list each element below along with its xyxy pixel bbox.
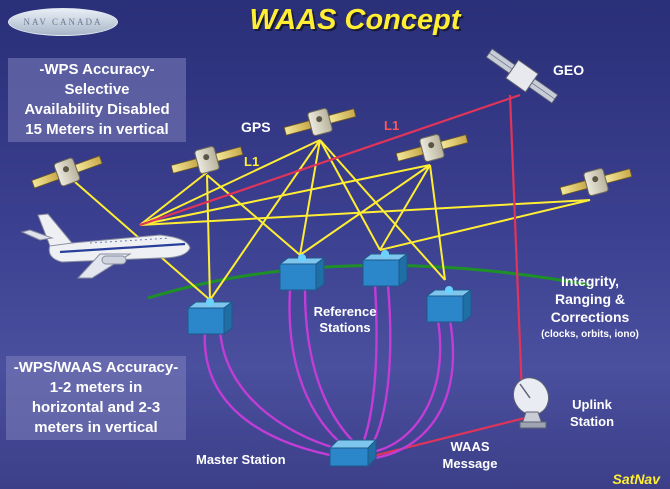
reference-station-icon bbox=[186, 298, 234, 335]
integrity-label-line: Integrity, bbox=[560, 273, 620, 289]
horizon-arc bbox=[147, 263, 591, 300]
reference-stations-label: Reference Stations bbox=[300, 304, 390, 336]
airplane-icon bbox=[20, 213, 191, 279]
wps-accuracy-line: 15 Meters in vertical bbox=[25, 121, 169, 138]
uplink-dish-icon bbox=[512, 377, 550, 429]
waas-accuracy-line: 1-2 meters in bbox=[49, 379, 143, 396]
waas-accuracy-line: meters in vertical bbox=[34, 419, 158, 436]
waas-label-line: Message bbox=[442, 456, 498, 471]
gps-satellite-icon bbox=[31, 155, 103, 189]
integrity-label-line: (clocks, orbits, iono) bbox=[541, 329, 639, 340]
uplink-station-label: Uplink Station bbox=[562, 396, 622, 430]
reference-station-icon bbox=[278, 254, 326, 291]
waas-accuracy-line: horizontal and 2-3 bbox=[31, 399, 161, 416]
geo-satellite-icon bbox=[485, 48, 559, 104]
reference-station-icon bbox=[425, 286, 473, 323]
waas-accuracy-line: -WPS/WAAS Accuracy- bbox=[13, 359, 179, 376]
integrity-label-line: Ranging & bbox=[555, 291, 625, 307]
gps-satellite-icon bbox=[559, 167, 633, 197]
geo-signal-lines bbox=[139, 93, 526, 460]
gps-satellite-icon bbox=[170, 145, 244, 175]
gps-satellite-icon bbox=[283, 107, 357, 137]
reference-station-icon bbox=[361, 250, 409, 287]
gps-signal-lines bbox=[66, 139, 591, 301]
wps-accuracy-box: -WPS Accuracy- Selective Availability Di… bbox=[8, 58, 186, 142]
waas-message-label: WAAS Message bbox=[435, 438, 505, 472]
logo-text: NAV CANADA bbox=[23, 17, 103, 27]
reference-label-line: Stations bbox=[319, 320, 371, 335]
slide-title: WAAS Concept bbox=[249, 4, 461, 36]
uplink-label-line: Station bbox=[569, 414, 615, 429]
nav-canada-logo: NAV CANADA bbox=[8, 8, 118, 36]
master-station-label: Master Station bbox=[196, 452, 286, 467]
gps-satellite-icon bbox=[395, 133, 469, 163]
l1-geo-label: L1 bbox=[384, 118, 400, 133]
wps-accuracy-line: Availability Disabled bbox=[24, 101, 170, 118]
wps-accuracy-line: Selective bbox=[64, 81, 130, 98]
wps-accuracy-line: -WPS Accuracy- bbox=[39, 61, 155, 78]
waas-label-line: WAAS bbox=[450, 439, 490, 454]
satnav-brand: SatNav bbox=[612, 471, 660, 487]
master-station-icon bbox=[328, 438, 378, 468]
integrity-label: Integrity, Ranging & Corrections (clocks… bbox=[520, 272, 660, 344]
geo-label: GEO bbox=[553, 62, 585, 78]
waas-accuracy-box: -WPS/WAAS Accuracy- 1-2 meters in horizo… bbox=[6, 356, 186, 440]
l1-gps-label: L1 bbox=[244, 154, 260, 169]
gps-label: GPS bbox=[241, 119, 271, 135]
reference-label-line: Reference bbox=[313, 304, 377, 319]
uplink-label-line: Uplink bbox=[572, 397, 612, 412]
integrity-label-line: Corrections bbox=[550, 309, 630, 325]
